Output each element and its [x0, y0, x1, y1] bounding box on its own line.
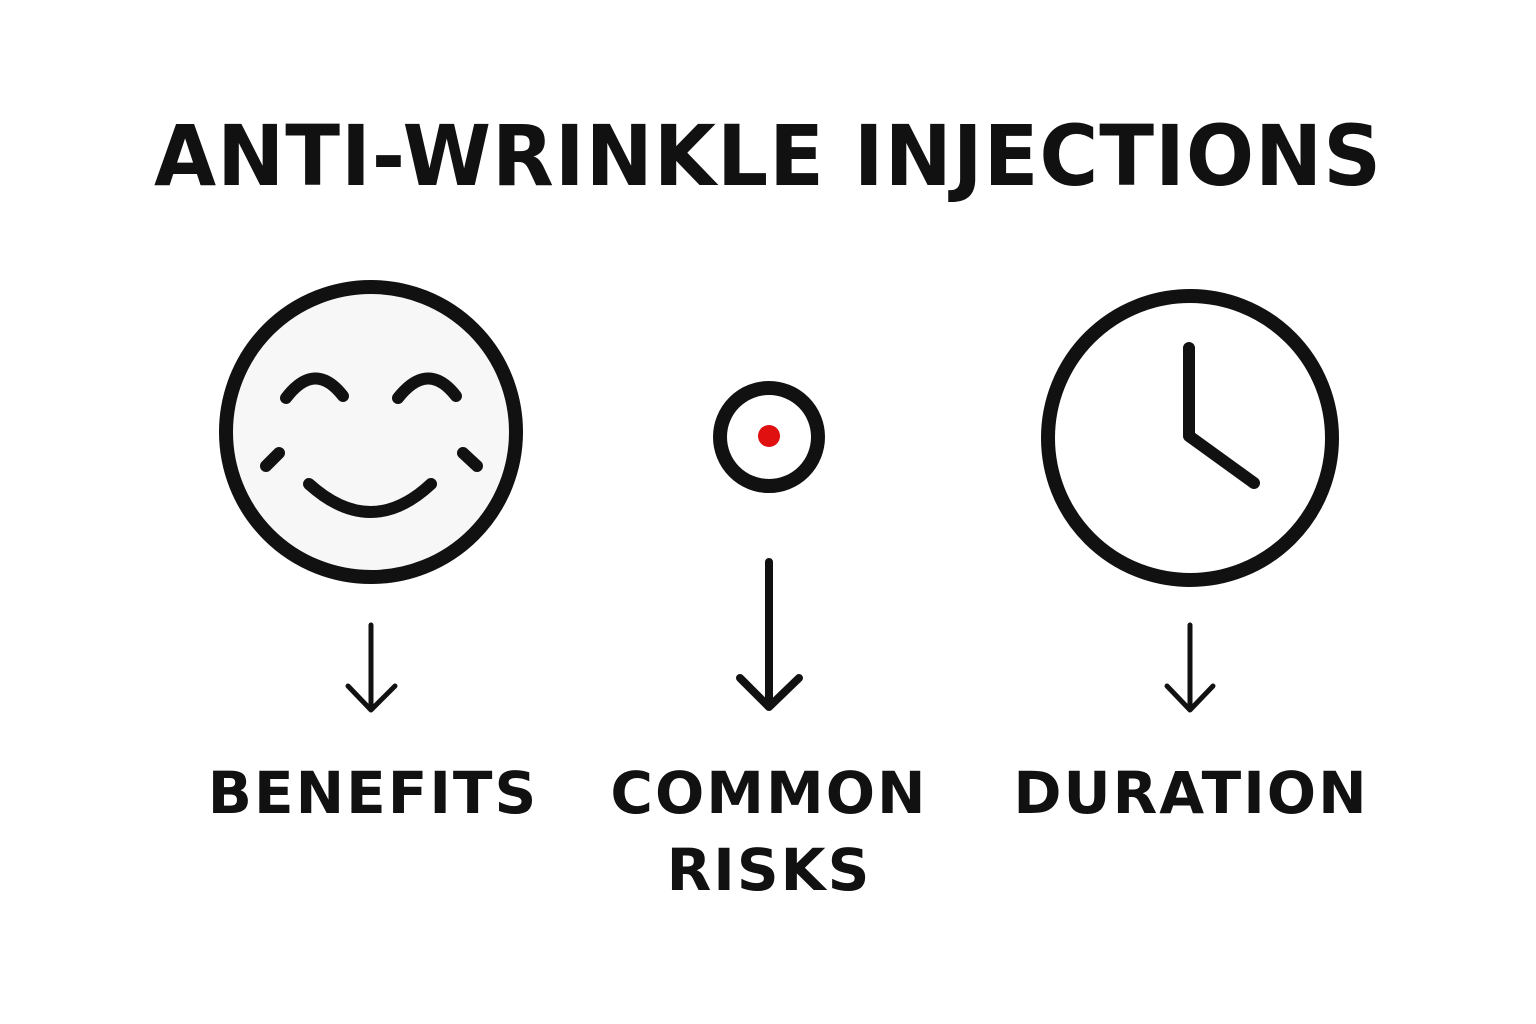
target-dot-icon — [713, 381, 825, 493]
arrow-down-icon — [1164, 622, 1216, 713]
diagram-title: ANTI-WRINKLE INJECTIONS — [154, 107, 1382, 205]
label-duration: DURATION — [1013, 759, 1368, 827]
arrow-down-icon — [736, 558, 803, 711]
smiling-face-icon — [219, 280, 523, 584]
clock-icon — [1041, 289, 1339, 587]
label-risks: RISKS — [667, 836, 872, 904]
label-common: COMMON — [610, 759, 927, 827]
label-benefits: BENEFITS — [208, 759, 539, 827]
arrow-down-icon — [345, 622, 398, 713]
